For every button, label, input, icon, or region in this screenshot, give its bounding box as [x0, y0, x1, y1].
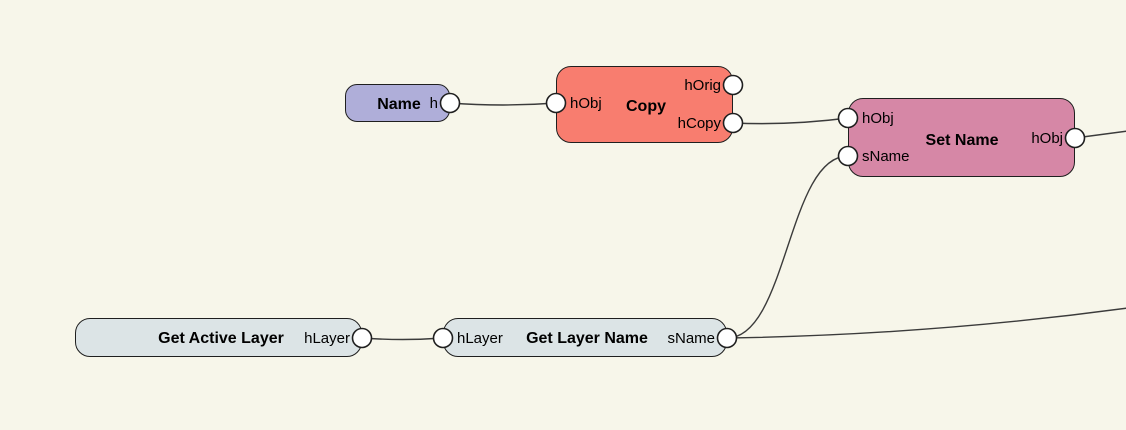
port-name-h[interactable]: [439, 92, 461, 114]
node-get-active-layer[interactable]: Get Active Layer hLayer: [75, 318, 362, 357]
port-get-layer-name-hLayer[interactable]: [432, 327, 454, 349]
port-set-name-sName[interactable]: [837, 145, 859, 167]
wire-name-h-to-copy-hobj[interactable]: [449, 102, 557, 106]
port-label-copy-hCopy: hCopy: [677, 115, 721, 133]
port-label-get-active-layer-hLayer: hLayer: [304, 330, 350, 348]
port-label-set-name-hObj_out: hObj: [1031, 130, 1063, 148]
wire-getactive-to-getlayer[interactable]: [361, 337, 444, 341]
node-set-name[interactable]: Set Name hObj sName hObj: [848, 98, 1075, 177]
port-copy-hOrig[interactable]: [722, 74, 744, 96]
wire-copy-hcopy-to-setname-hobj[interactable]: [732, 117, 849, 125]
port-label-get-layer-name-sName: sName: [667, 330, 715, 348]
port-label-name-h: h: [429, 95, 438, 113]
node-title-name: Name: [377, 96, 421, 113]
wire-getlayer-sname-to-setname[interactable]: [726, 155, 849, 339]
port-label-set-name-sName: sName: [862, 148, 910, 166]
port-copy-hCopy[interactable]: [722, 112, 744, 134]
port-get-layer-name-sName[interactable]: [716, 327, 738, 349]
node-title-get-active-layer: Get Active Layer: [158, 330, 284, 347]
node-title-set-name: Set Name: [925, 132, 999, 149]
port-label-copy-hOrig: hOrig: [684, 77, 721, 95]
node-copy[interactable]: Copy hObj hOrig hCopy: [556, 66, 733, 143]
port-get-active-layer-hLayer[interactable]: [351, 327, 373, 349]
port-set-name-hObj[interactable]: [837, 107, 859, 129]
wire-getlayer-sname-offscreen[interactable]: [726, 307, 1126, 339]
port-label-get-layer-name-hLayer: hLayer: [457, 330, 503, 348]
port-set-name-hObj_out[interactable]: [1064, 127, 1086, 149]
node-title-get-layer-name: Get Layer Name: [526, 330, 648, 347]
node-title-copy: Copy: [626, 98, 666, 115]
port-copy-hObj[interactable]: [545, 92, 567, 114]
node-get-layer-name[interactable]: Get Layer Name hLayer sName: [443, 318, 727, 357]
port-label-copy-hObj: hObj: [570, 95, 602, 113]
port-label-set-name-hObj: hObj: [862, 110, 894, 128]
